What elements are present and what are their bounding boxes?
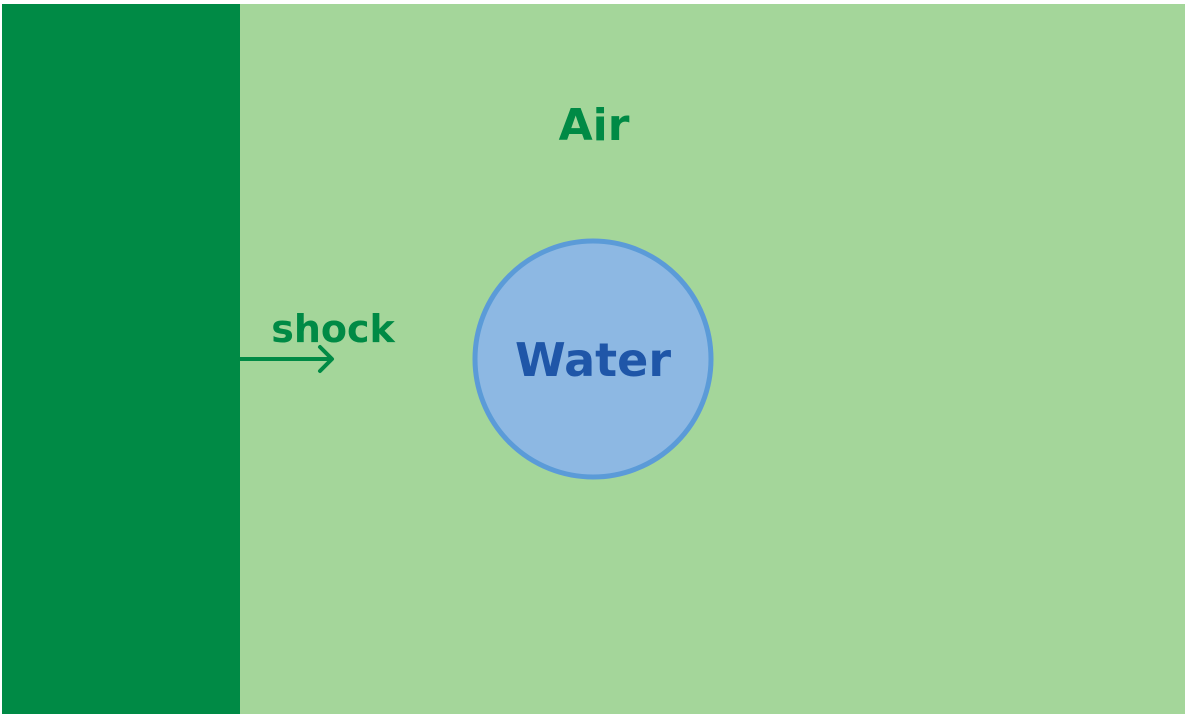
- shock-arrow: [238, 345, 334, 373]
- shock-arrow-head: [318, 345, 334, 373]
- water-droplet: [472, 238, 714, 480]
- shock-label: shock: [271, 307, 395, 351]
- water-label: Water: [515, 333, 671, 387]
- air-label: Air: [559, 100, 630, 151]
- shocked-region: [2, 4, 240, 714]
